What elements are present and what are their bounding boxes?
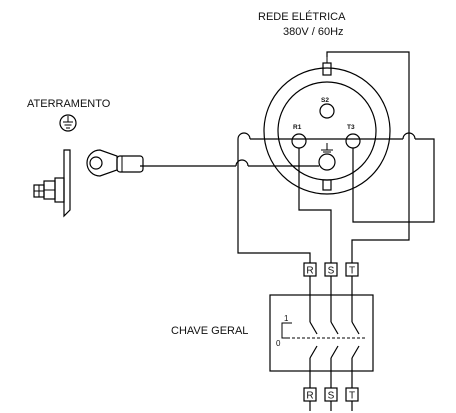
pin-t3-label: T3 <box>347 124 355 131</box>
terminal-bottom-t-label: T <box>349 391 355 402</box>
pin-r1-label: R1 <box>293 124 302 131</box>
ring-terminal-lug-icon <box>86 149 144 177</box>
terminal-top-t-label: T <box>349 266 355 277</box>
network-spec: 380V / 60Hz <box>283 26 344 38</box>
switch-position-off: 0 <box>276 339 281 348</box>
wire-s2 <box>326 51 410 263</box>
ground-bolt-bracket-icon <box>33 149 71 218</box>
switch-position-on: 1 <box>284 314 289 323</box>
main-switch-body <box>269 294 374 372</box>
terminal-top-s-label: S <box>328 266 335 277</box>
terminal-bottom-s-label: S <box>328 391 335 402</box>
network-title: REDE ELÉTRICA <box>258 10 346 23</box>
terminal-block-bottom: R S T <box>303 371 359 411</box>
grounding-label: ATERRAMENTO <box>27 98 111 110</box>
pin-ground <box>318 153 336 171</box>
earth-ground-icon <box>59 114 77 132</box>
pin-r1 <box>291 133 307 149</box>
wire-t3 <box>352 138 435 223</box>
wire-r1 <box>298 148 332 263</box>
pin-s2 <box>319 103 335 119</box>
terminal-top-r-label: R <box>306 266 313 277</box>
main-switch: 1 0 <box>269 294 374 372</box>
pin-t3 <box>345 133 361 149</box>
terminal-bottom-r-label: R <box>306 391 313 402</box>
terminal-block-top: R S T <box>303 262 359 295</box>
wiring <box>140 51 435 263</box>
pin-s2-label: S2 <box>321 97 329 104</box>
socket-key-bottom <box>322 179 332 191</box>
socket-key-top <box>322 62 332 76</box>
socket-outer-ring <box>263 67 391 195</box>
main-switch-label: CHAVE GERAL <box>171 325 248 337</box>
three-phase-socket: S2 R1 T3 <box>263 57 391 195</box>
socket-ground-symbol-icon <box>321 143 333 155</box>
